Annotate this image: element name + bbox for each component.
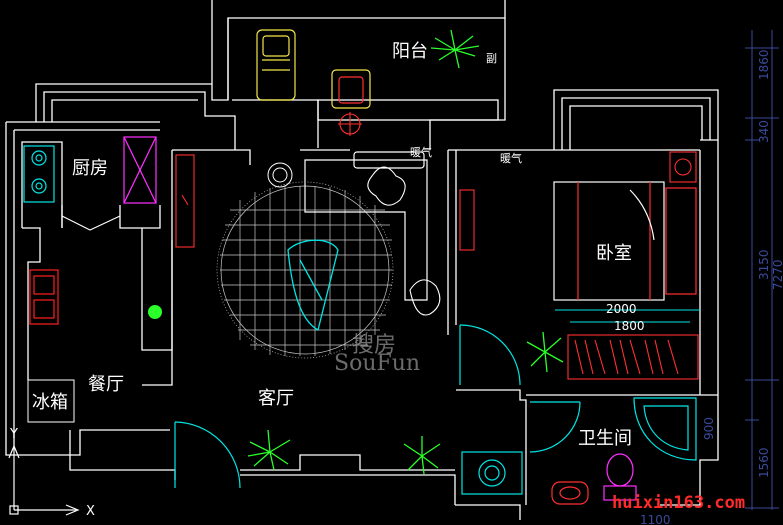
dim-bed-inner: 1800 — [614, 319, 645, 333]
round-side-table — [267, 162, 293, 188]
balcony-plant — [430, 29, 480, 69]
wardrobe — [567, 334, 699, 380]
axis-label-y: Y — [9, 427, 18, 442]
bathroom-door — [529, 401, 581, 453]
sink — [29, 269, 59, 325]
coffee-table — [287, 239, 339, 331]
kitchen-cabinet — [123, 136, 157, 204]
dim-right-1: 1860 — [757, 49, 771, 80]
sofa — [304, 151, 428, 301]
watermark-chars: 搜房 — [352, 333, 396, 358]
heater-label-2: 暖气 — [500, 151, 522, 165]
living-plant-1 — [247, 429, 291, 471]
toilet — [603, 453, 637, 501]
room-label-dining: 餐厅 — [88, 374, 124, 395]
dim-right-2: 340 — [757, 120, 771, 143]
walls — [5, 0, 719, 520]
wash-basin — [551, 481, 589, 505]
dimension-lines — [555, 30, 779, 510]
balcony-side-label: 副 — [486, 52, 497, 65]
nightstand — [669, 151, 697, 183]
washing-machine — [461, 451, 523, 495]
lounge-chair — [256, 29, 296, 101]
site-watermark: huixin163.com — [612, 493, 745, 513]
entry-door — [174, 421, 241, 489]
room-label-kitchen: 厨房 — [72, 158, 108, 179]
small-plant — [148, 305, 162, 319]
room-label-fridge: 冰箱 — [32, 392, 68, 413]
ucs-axis-icon — [8, 444, 80, 516]
round-rug — [216, 181, 394, 359]
room-label-balcony: 阳台 — [392, 41, 428, 62]
stove — [23, 145, 55, 203]
living-plant-2 — [403, 436, 441, 475]
bed — [553, 181, 697, 301]
fridge-box — [27, 379, 75, 423]
heater-label-1: 暖气 — [410, 145, 432, 159]
room-label-living: 客厅 — [258, 388, 294, 409]
dim-right-5: 1560 — [757, 447, 771, 478]
armchair — [331, 69, 371, 109]
corner-bathtub — [633, 397, 697, 461]
floor-lamp — [338, 112, 362, 136]
axis-label-x: X — [86, 504, 95, 519]
plant-pots — [367, 166, 441, 316]
watermark-brand: SouFun — [334, 351, 420, 376]
room-label-bedroom: 卧室 — [596, 243, 632, 264]
dim-right-total: 7270 — [771, 259, 783, 290]
room-label-bathroom: 卫生间 — [578, 428, 632, 449]
tv-console — [175, 154, 475, 251]
dim-right-3: 3150 — [757, 249, 771, 280]
dim-right-4: 900 — [702, 417, 716, 440]
kitchen-door — [61, 215, 121, 231]
dim-bottom: 1100 — [640, 513, 671, 525]
bedroom-door — [459, 324, 521, 386]
dim-bed-width: 2000 — [606, 302, 637, 316]
bedroom-plant — [526, 331, 564, 373]
